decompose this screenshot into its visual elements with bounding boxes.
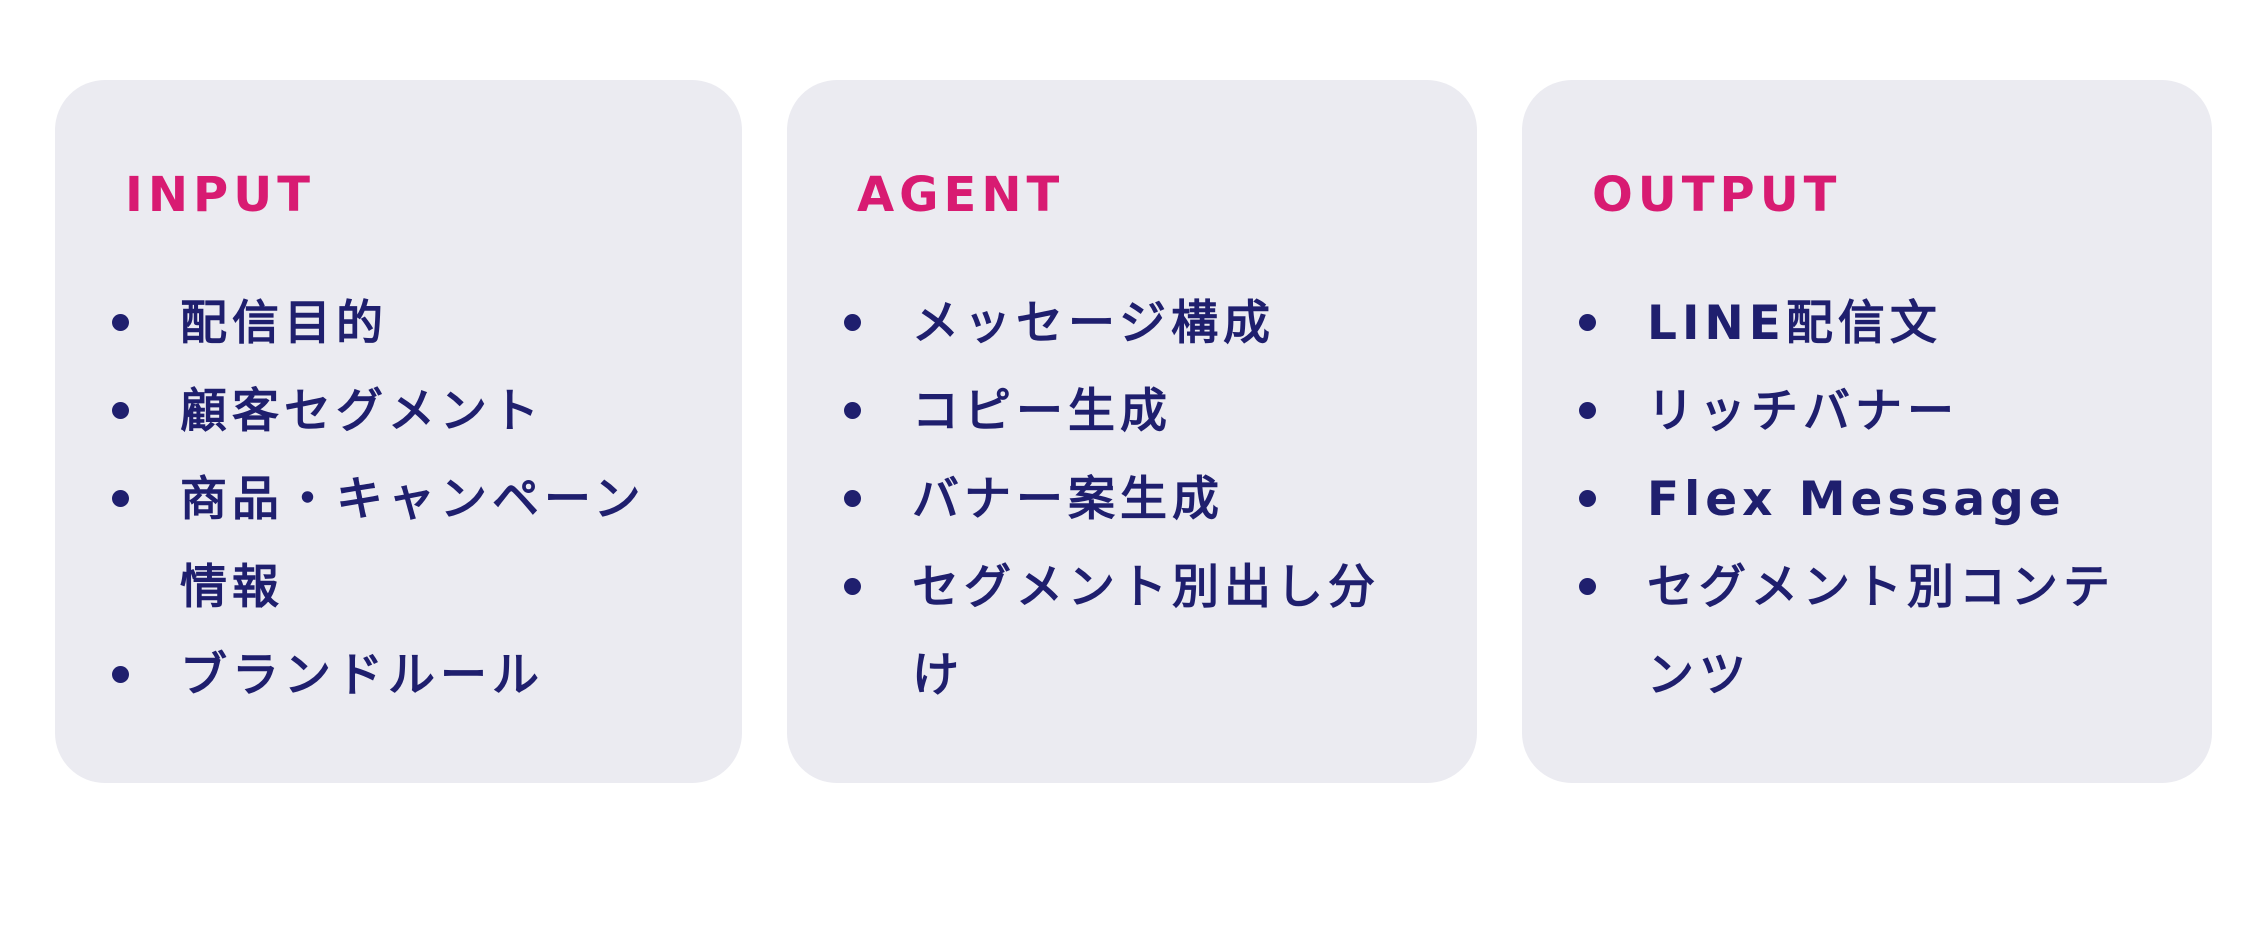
bullet-icon bbox=[844, 490, 861, 507]
input-panel: INPUT 配信目的 顧客セグメント 商品・キャンペーン 情報 ブランドルール bbox=[55, 80, 742, 783]
list-item-text: メッセージ構成 bbox=[912, 296, 1276, 351]
list-item: メッセージ構成 bbox=[787, 280, 1400, 368]
list-item-text: ブランドルール bbox=[180, 648, 544, 703]
list-item-text: セグメント別出し分 bbox=[912, 560, 1380, 615]
bullet-icon bbox=[1579, 402, 1596, 419]
bullet-icon bbox=[1579, 490, 1596, 507]
list-item: コピー生成 bbox=[787, 368, 1400, 456]
list-item: セグメント別出し分 け bbox=[787, 544, 1400, 720]
input-panel-title: INPUT bbox=[125, 167, 315, 223]
list-item-text: 顧客セグメント bbox=[180, 384, 544, 439]
bullet-icon bbox=[112, 490, 129, 507]
list-item-text: LINE配信文 bbox=[1647, 296, 1942, 351]
list-item: バナー案生成 bbox=[787, 456, 1400, 544]
list-item: 配信目的 bbox=[55, 280, 666, 368]
bullet-icon bbox=[1579, 314, 1596, 331]
list-item-text: セグメント別コンテ bbox=[1647, 560, 2115, 615]
list-item-text-continued: ンツ bbox=[1647, 648, 1751, 703]
output-item-list: LINE配信文 リッチバナー Flex Message セグメント別コンテ ンツ bbox=[1522, 280, 2135, 720]
output-panel-title: OUTPUT bbox=[1592, 167, 1842, 223]
list-item: セグメント別コンテ ンツ bbox=[1522, 544, 2135, 720]
list-item: リッチバナー bbox=[1522, 368, 2135, 456]
agent-item-list: メッセージ構成 コピー生成 バナー案生成 セグメント別出し分 け bbox=[787, 280, 1400, 720]
list-item-text: Flex Message bbox=[1647, 472, 2066, 527]
bullet-icon bbox=[844, 578, 861, 595]
list-item-text: コピー生成 bbox=[912, 384, 1172, 439]
output-panel: OUTPUT LINE配信文 リッチバナー Flex Message セグメント… bbox=[1522, 80, 2212, 783]
list-item: 顧客セグメント bbox=[55, 368, 666, 456]
agent-panel: AGENT メッセージ構成 コピー生成 バナー案生成 セグメント別出し分 け bbox=[787, 80, 1477, 783]
bullet-icon bbox=[112, 402, 129, 419]
list-item: 商品・キャンペーン 情報 bbox=[55, 456, 666, 632]
bullet-icon bbox=[1579, 578, 1596, 595]
list-item-text: 配信目的 bbox=[180, 296, 388, 351]
list-item: LINE配信文 bbox=[1522, 280, 2135, 368]
list-item-text: バナー案生成 bbox=[912, 472, 1224, 527]
list-item: ブランドルール bbox=[55, 632, 666, 720]
bullet-icon bbox=[844, 402, 861, 419]
list-item-text: 商品・キャンペーン bbox=[180, 472, 646, 527]
input-item-list: 配信目的 顧客セグメント 商品・キャンペーン 情報 ブランドルール bbox=[55, 280, 666, 720]
bullet-icon bbox=[112, 666, 129, 683]
list-item-text-continued: 情報 bbox=[180, 560, 284, 615]
bullet-icon bbox=[112, 314, 129, 331]
bullet-icon bbox=[844, 314, 861, 331]
list-item-text-continued: け bbox=[912, 648, 964, 703]
list-item: Flex Message bbox=[1522, 456, 2135, 544]
list-item-text: リッチバナー bbox=[1647, 384, 1959, 439]
agent-panel-title: AGENT bbox=[857, 167, 1065, 223]
